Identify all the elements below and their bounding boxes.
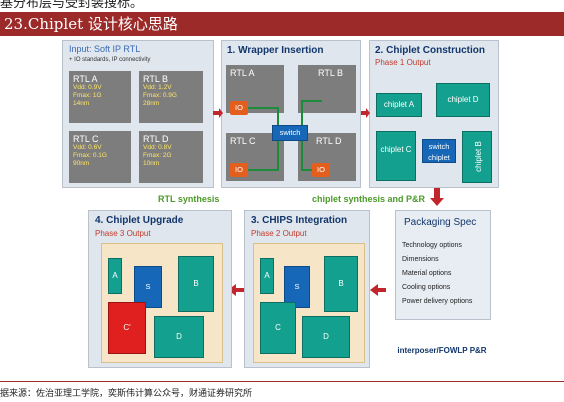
upgrade-chip-c: C' xyxy=(108,302,146,354)
arrow-packaging-to-integration xyxy=(370,284,386,296)
source-footnote: 据来源：佐治亚理工学院，奕斯伟计算公众号，财通证券研究所 xyxy=(0,389,253,399)
rtl-a-name: RTL A xyxy=(73,74,98,84)
upgrade-chip-d: D xyxy=(154,316,204,358)
upgrade-chip-b: B xyxy=(178,256,214,312)
rtl-b-vdd: Vdd: 1.2V xyxy=(143,84,172,91)
wrapper-rtl-b: RTL B xyxy=(298,65,356,113)
interposer-label: interposer/FOWLP P&R xyxy=(397,346,487,355)
chiplet-c: chiplet C xyxy=(376,131,416,181)
packaging-option-5: Power delivery options xyxy=(402,298,473,305)
integration-substrate: A S B C D xyxy=(253,243,365,363)
chiplet-c-label: chiplet C xyxy=(380,145,412,154)
packaging-option-2: Dimensions xyxy=(402,256,439,263)
rtl-b-doc: RTL B Vdd: 1.2V Fmax: 0.9G 28nm xyxy=(139,71,203,123)
arrow-input-to-wrapper xyxy=(213,108,223,118)
rtl-d-vdd: Vdd: 0.8V xyxy=(143,144,172,151)
switch-block: switch xyxy=(272,125,308,141)
switch-chiplet-label: switch chiplet xyxy=(428,142,450,162)
wrapper-rtl-b-label: RTL B xyxy=(318,68,344,78)
section-title-bar: 23.Chiplet 设计核心思路 xyxy=(0,12,564,36)
input-subtitle: + IO standards, IP connectivity xyxy=(69,57,151,63)
rtl-c-doc: RTL C Vdd: 0.6V Fmax: 0.1G 90nm xyxy=(69,131,131,183)
integration-panel: 3. CHIPS Integration Phase 2 Output A S … xyxy=(244,210,370,368)
wrapper-title: 1. Wrapper Insertion xyxy=(227,45,324,56)
integration-phase: Phase 2 Output xyxy=(251,229,307,238)
wrapper-connectors xyxy=(248,100,322,171)
upgrade-panel: 4. Chiplet Upgrade Phase 3 Output A S B … xyxy=(88,210,232,368)
upgrade-chip-s: S xyxy=(134,266,162,308)
top-line-text: 基分布层与受封装搜标。 xyxy=(0,0,144,10)
integration-title: 3. CHIPS Integration xyxy=(251,215,348,226)
arrow-construction-to-packaging xyxy=(430,188,444,206)
rtl-b-name: RTL B xyxy=(143,74,169,84)
arrow-integration-to-upgrade xyxy=(228,284,244,296)
rtl-a-vdd: Vdd: 0.9V xyxy=(73,84,102,91)
integration-chip-b: B xyxy=(324,256,358,312)
switch-chiplet: switch chiplet xyxy=(422,139,456,163)
rtl-c-vdd: Vdd: 0.6V xyxy=(73,144,102,151)
chiplet-synthesis-label: chiplet synthesis and P&R xyxy=(312,194,426,204)
construction-phase: Phase 1 Output xyxy=(375,58,431,67)
construction-panel: 2. Chiplet Construction Phase 1 Output c… xyxy=(369,40,499,188)
packaging-option-1: Technology options xyxy=(402,242,462,249)
rtl-d-node: 10nm xyxy=(143,160,160,167)
packaging-panel: Packaging Spec Technology options Dimens… xyxy=(395,210,491,320)
wrapper-rtl-d-label: RTL D xyxy=(316,136,342,146)
rtl-d-fmax: Fmax: 2G xyxy=(143,152,172,159)
rtl-b-fmax: Fmax: 0.9G xyxy=(143,92,177,99)
wrapper-rtl-c-label: RTL C xyxy=(230,136,256,146)
integration-chip-d: D xyxy=(302,316,350,358)
rtl-a-doc: RTL A Vdd: 0.9V Fmax: 1G 14nm xyxy=(69,71,131,123)
io-block-d: IO xyxy=(312,163,330,177)
chiplet-a: chiplet A xyxy=(376,93,422,117)
rtl-synthesis-label: RTL synthesis xyxy=(158,194,220,204)
arrow-wrapper-to-construction xyxy=(361,108,370,118)
upgrade-title: 4. Chiplet Upgrade xyxy=(95,215,184,226)
io-block-c: IO xyxy=(230,163,248,177)
upgrade-chip-a: A xyxy=(108,258,122,294)
rtl-d-name: RTL D xyxy=(143,134,169,144)
rtl-c-name: RTL C xyxy=(73,134,99,144)
chiplet-d: chiplet D xyxy=(436,83,490,117)
rtl-a-fmax: Fmax: 1G xyxy=(73,92,102,99)
rtl-a-node: 14nm xyxy=(73,100,90,107)
integration-chip-s: S xyxy=(284,266,310,308)
input-panel: Input: Soft IP RTL + IO standards, IP co… xyxy=(62,40,214,188)
rtl-d-doc: RTL D Vdd: 0.8V Fmax: 2G 10nm xyxy=(139,131,203,183)
construction-title: 2. Chiplet Construction xyxy=(375,45,485,56)
rtl-c-fmax: Fmax: 0.1G xyxy=(73,152,107,159)
packaging-option-4: Cooling options xyxy=(402,284,451,291)
wrapper-rtl-a-label: RTL A xyxy=(230,68,255,78)
rtl-b-node: 28nm xyxy=(143,100,160,107)
rtl-c-node: 90nm xyxy=(73,160,90,167)
upgrade-substrate: A S B C' D xyxy=(101,243,223,363)
integration-chip-c: C xyxy=(260,302,296,354)
chiplet-b: chiplet B xyxy=(462,131,492,183)
io-block-a: IO xyxy=(230,101,248,115)
upgrade-phase: Phase 3 Output xyxy=(95,229,151,238)
wrapper-panel: 1. Wrapper Insertion RTL A RTL B RTL C R… xyxy=(221,40,361,188)
footer-separator xyxy=(0,381,564,382)
input-title: Input: Soft IP RTL xyxy=(69,44,141,54)
integration-chip-a: A xyxy=(260,258,274,294)
packaging-option-3: Material options xyxy=(402,270,452,277)
packaging-title: Packaging Spec xyxy=(404,217,477,228)
